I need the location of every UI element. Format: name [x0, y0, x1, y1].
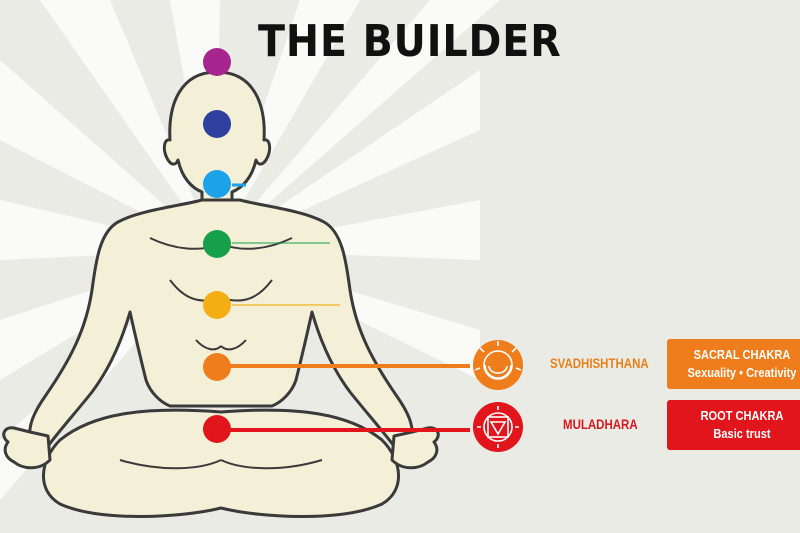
- root-chakra-box: ROOT CHAKRA Basic trust: [667, 400, 800, 450]
- chakra-dot-crown: [203, 48, 231, 76]
- sacral-symbol-icon: [473, 340, 523, 390]
- root-chakra-description: Basic trust: [713, 426, 771, 441]
- root-symbol-icon: [473, 402, 523, 452]
- root-chakra-name: ROOT CHAKRA: [700, 408, 784, 423]
- sacral-chakra-box: SACRAL CHAKRA Sexuality • Creativity: [667, 339, 800, 389]
- chakra-dot-third-eye: [203, 110, 231, 138]
- page-title: THE BUILDER: [258, 16, 562, 67]
- chakra-dot-throat: [203, 170, 231, 198]
- chakra-dot-sacral: [203, 353, 231, 381]
- sacral-chakra-name: SACRAL CHAKRA: [693, 347, 791, 362]
- chakra-dot-heart: [203, 230, 231, 258]
- sacral-sanskrit-label: SVADHISHTHANA: [550, 355, 649, 371]
- root-sanskrit-label: MULADHARA: [563, 416, 638, 432]
- sacral-chakra-description: Sexuality • Creativity: [687, 365, 797, 380]
- chakra-dot-solar-plexus: [203, 291, 231, 319]
- chakra-dot-root: [203, 415, 231, 443]
